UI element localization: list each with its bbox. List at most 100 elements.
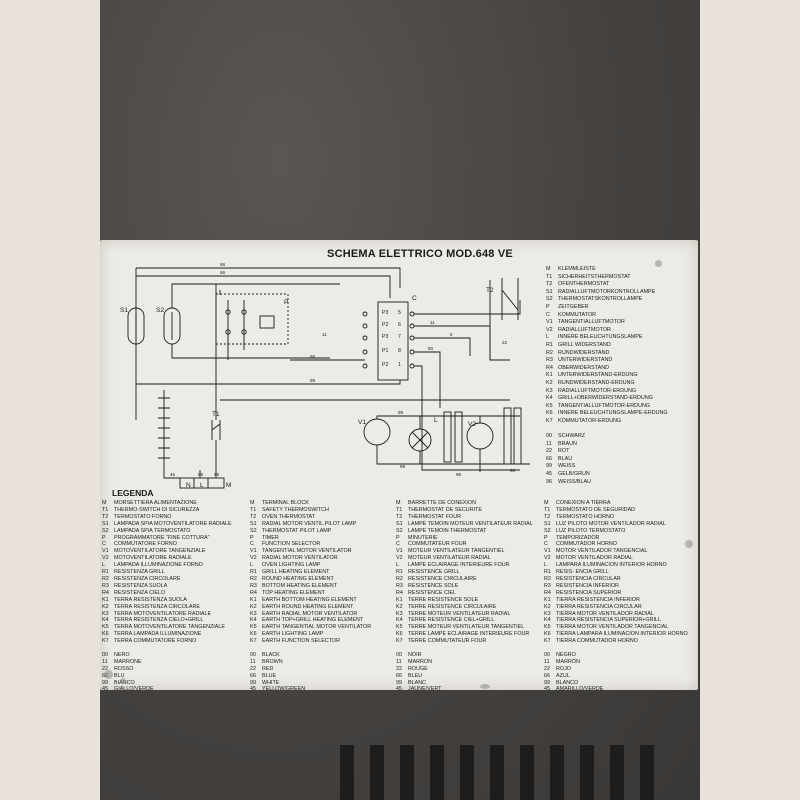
legend-code: V1: [544, 548, 551, 555]
svg-text:66: 66: [220, 262, 226, 267]
heating-element: [454, 411, 463, 463]
legend-text: TIERRA MOTOR VENTILADOR RADIAL: [556, 610, 654, 617]
legend-code: K2: [102, 603, 109, 610]
legend-code: K2: [546, 379, 553, 386]
legend-text: TERRA RESISTENZA CIELO+GRILL: [114, 617, 204, 624]
legend-code: R2: [546, 349, 553, 356]
legend-text: NOIR: [408, 651, 422, 658]
legend-code: K7: [396, 638, 403, 645]
legend-code: R1: [546, 341, 553, 348]
legend-code: 00: [250, 651, 256, 658]
legend-text: TERRE LAMPE ECLAIRAGE INTERIEURE FOUR: [408, 631, 530, 638]
legend-code: L: [544, 562, 547, 569]
legend-text: TANGENTIALLUFTMOTOR: [558, 319, 625, 326]
legend-text: RUNDWIDERSTAND: [558, 349, 610, 356]
legend-text: ROSSO: [114, 665, 134, 672]
svg-text:7: 7: [398, 334, 401, 340]
legend-text: TERRA MOTOVENTILATORE TANGENZIALE: [114, 624, 225, 631]
legend-text: OFENTHERMOSTAT: [558, 281, 610, 288]
vent-slot: [460, 745, 474, 800]
legend-code: T1: [102, 506, 109, 513]
legend-text: TERRE COMMUTATEUR FOUR: [408, 638, 487, 645]
legend-text: ROT: [558, 448, 570, 455]
legend-text: TERMOSTATO HORNO: [556, 513, 615, 520]
legend-text: GRILL WIDERSTAND: [558, 341, 611, 348]
svg-text:11: 11: [430, 320, 435, 325]
legend-text: LUZ PILOTO MOTOR VENTILADOR RADIAL: [556, 520, 666, 527]
legend-text: TOP HEATING ELEMENT: [262, 589, 325, 596]
legend-text: EARTH ROUND HEATING ELEMENT: [262, 603, 354, 610]
vent-slot: [490, 745, 504, 800]
legend-code: 22: [396, 665, 402, 672]
svg-text:N: N: [186, 482, 191, 489]
legend-code: 99: [102, 679, 108, 686]
legend-code: R2: [396, 575, 403, 582]
vent-slot: [610, 745, 624, 800]
svg-text:45: 45: [170, 472, 176, 477]
legend-code: R4: [546, 364, 553, 371]
legend-code: C: [546, 311, 550, 318]
legend-code: 99: [544, 679, 550, 686]
legend-code: R4: [396, 589, 403, 596]
legend-text: TERMOSTATO DE SEGURIDAD: [556, 506, 636, 513]
legend-text: UNTERWIDERSTAND: [558, 357, 613, 364]
legend-code: R1: [544, 569, 551, 576]
svg-text:M: M: [226, 482, 231, 489]
vent-slot: [340, 745, 354, 800]
legend-text: MOTOVENTILATORE TANGENZIALE: [114, 548, 206, 555]
legend-text: RESISTENCE CIRCULAIRE: [408, 575, 477, 582]
svg-text:1: 1: [398, 362, 401, 368]
legend-code: 45: [544, 686, 550, 690]
legend-text: RED: [262, 665, 274, 672]
legend-code: 11: [396, 658, 402, 665]
legend-code: T2: [250, 513, 257, 520]
legend-code: S1: [546, 288, 553, 295]
legend-text: WEISS/BLAU: [558, 478, 591, 485]
legend-text: MOTOR VENTILADOR TANGENCIAL: [556, 548, 648, 555]
legend-code: 22: [250, 665, 256, 672]
svg-text:L: L: [434, 417, 438, 424]
svg-text:P2: P2: [382, 362, 388, 368]
fan-v1-symbol: [363, 418, 391, 446]
legend-text: MOTEUR VENTILATEUR TANGENTIEL: [408, 548, 505, 555]
legend-code: 00: [544, 651, 550, 658]
legend-text: LUZ PILOTO TERMOSTATO: [556, 527, 626, 534]
vent-slot: [520, 745, 534, 800]
legend-text: RADIAL MOTOR VENTIL.PILOT LAMP: [262, 520, 357, 527]
legend-text: BLANCO: [556, 679, 579, 686]
legend-code: P: [396, 534, 400, 541]
legend-code: K1: [396, 596, 403, 603]
legend-text: WEISS: [558, 463, 576, 470]
legend-text: TIERRA RESISTENCIA SUPERIOR+GRILL: [556, 617, 661, 624]
legend-code: K3: [544, 610, 551, 617]
legend-code: 66: [544, 672, 550, 679]
legend-text: MOTEUR VENTILATEUR RADIAL: [408, 555, 491, 562]
legend-text: RESISTENZA SUOLA: [114, 582, 168, 589]
legend-code: P: [546, 303, 550, 310]
vent-slot: [400, 745, 414, 800]
legend-text: EARTH RADIAL MOTOR VENTILATOR: [262, 610, 358, 617]
